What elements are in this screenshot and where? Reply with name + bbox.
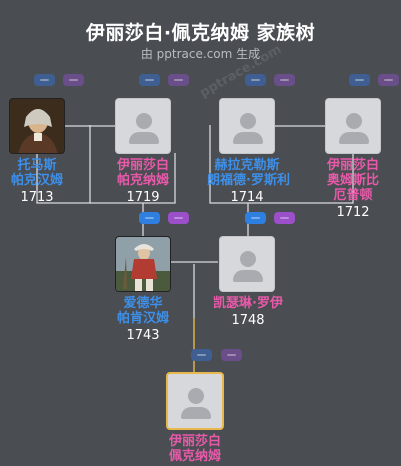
- person-placeholder-icon: [240, 251, 256, 267]
- elizabeth-selected-photo[interactable]: [166, 372, 224, 430]
- couple-bracket-2a: [209, 125, 248, 204]
- elizabeth-1719-name-line1: 伊丽莎白: [116, 158, 169, 173]
- elizabeth-1712-year: 1712: [336, 205, 370, 220]
- toggle-spouse-edward[interactable]: [168, 212, 189, 224]
- edward-name-line2: 帕肯汉姆: [116, 311, 169, 326]
- edward-photo[interactable]: [115, 236, 171, 292]
- elizabeth-1712-photo[interactable]: [325, 98, 381, 154]
- person-placeholder-icon: [346, 113, 362, 129]
- elizabeth-1719-name-line2: 帕克纳姆: [116, 173, 169, 188]
- elizabeth-selected-name-line2: 佩克纳姆: [168, 449, 221, 464]
- toggle-spouse-elizabeth-1719[interactable]: [168, 74, 189, 86]
- thomas-photo[interactable]: [9, 98, 65, 154]
- person-placeholder-icon: [240, 113, 256, 129]
- hercules-year: 1714: [230, 190, 264, 205]
- toggle-spouse-catherine[interactable]: [274, 212, 295, 224]
- thomas-name-line1: 托马斯: [17, 158, 57, 173]
- person-placeholder-icon: [188, 388, 204, 404]
- edward-name-line1: 爱德华: [123, 296, 163, 311]
- thomas-name-line2: 帕克汉姆: [10, 173, 63, 188]
- toggle-ancestors-elizabeth-1719[interactable]: [139, 74, 160, 86]
- edward-year: 1743: [126, 328, 160, 343]
- page-subtitle: 由 pptrace.com 生成: [140, 47, 261, 61]
- toggle-spouse-elizabeth-selected[interactable]: [221, 349, 242, 361]
- toggle-spouse-hercules[interactable]: [274, 74, 295, 86]
- catherine-name: 凯瑟琳·罗伊: [213, 296, 283, 311]
- toggle-spouse-elizabeth-1712[interactable]: [378, 74, 399, 86]
- elizabeth-1712-name-line1: 伊丽莎白: [326, 158, 379, 173]
- catherine-year: 1748: [231, 313, 265, 328]
- portrait-icon: [116, 237, 170, 291]
- hercules-name-line2: 朗福德·罗斯利: [207, 173, 290, 188]
- toggle-ancestors-elizabeth-selected[interactable]: [191, 349, 212, 361]
- elizabeth-1712-name-line3: 厄普顿: [333, 188, 373, 203]
- toggle-ancestors-edward[interactable]: [139, 212, 160, 224]
- elizabeth-1712-name-line2: 奥姆斯比: [326, 173, 379, 188]
- toggle-ancestors-hercules[interactable]: [245, 74, 266, 86]
- toggle-ancestors-catherine[interactable]: [245, 212, 266, 224]
- elizabeth-1719-photo[interactable]: [115, 98, 171, 154]
- hercules-name-line1: 赫拉克勒斯: [214, 158, 280, 173]
- toggle-spouse-thomas[interactable]: [63, 74, 84, 86]
- couple-bracket-1b: [90, 153, 176, 204]
- elizabeth-1719-year: 1719: [126, 190, 160, 205]
- hercules-photo[interactable]: [219, 98, 275, 154]
- catherine-photo[interactable]: [219, 236, 275, 292]
- elizabeth-selected-name-line1: 伊丽莎白: [168, 434, 221, 449]
- portrait-icon: [10, 99, 64, 153]
- toggle-ancestors-thomas[interactable]: [34, 74, 55, 86]
- page-title: 伊丽莎白·佩克纳姆 家族树: [85, 22, 316, 44]
- couple-bracket-2b: [248, 154, 354, 204]
- person-placeholder-icon: [136, 113, 152, 129]
- toggle-ancestors-elizabeth-1712[interactable]: [349, 74, 370, 86]
- thomas-year: 1713: [20, 190, 54, 205]
- couple-bracket-1: [36, 125, 91, 204]
